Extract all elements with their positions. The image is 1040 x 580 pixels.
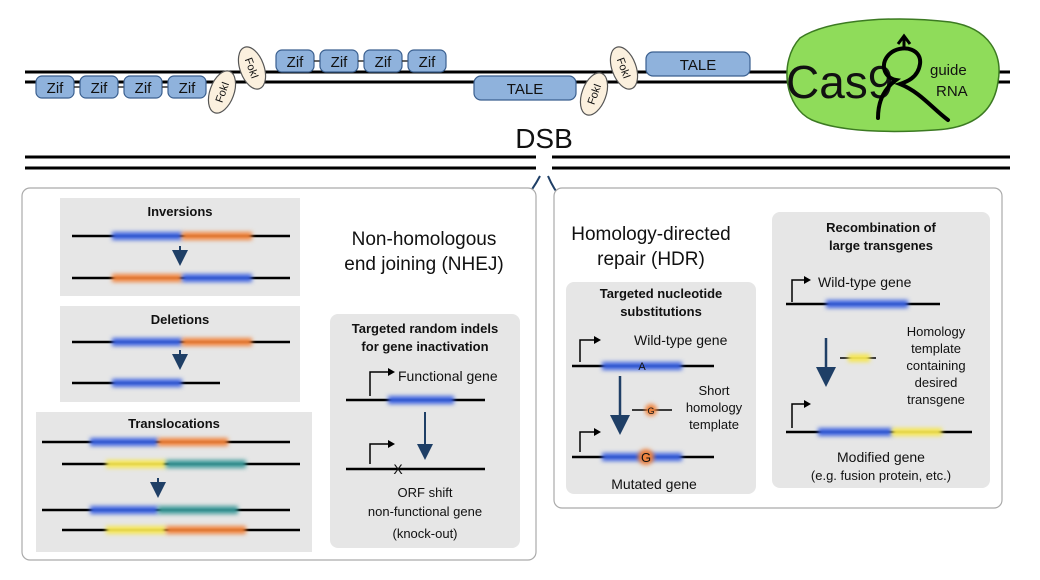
- diagram-label: non-functional gene: [368, 504, 482, 519]
- nhej-title: Non-homologous: [352, 229, 497, 250]
- dsb-broken-dna: [25, 155, 1010, 170]
- diagram-label: Targeted nucleotide: [600, 286, 723, 301]
- diagram-label: Deletions: [151, 312, 210, 327]
- diagram-label: ORF shift: [398, 485, 453, 500]
- zif-array-left: Zif Zif Zif Zif: [35, 75, 207, 99]
- diagram-label: Short: [698, 383, 729, 398]
- diagram-label: for gene inactivation: [361, 339, 488, 354]
- diagram-label: Zif: [135, 80, 152, 97]
- dsb-label: DSB: [515, 123, 573, 154]
- mutated-gene-label: Mutated gene: [611, 476, 697, 492]
- diagram-label: desired: [915, 375, 958, 390]
- diagram-label: large transgenes: [829, 238, 933, 253]
- functional-gene-label: Functional gene: [398, 368, 498, 384]
- modified-gene-label: (e.g. fusion protein, etc.): [811, 468, 951, 483]
- hdr-title: Homology-directed: [571, 224, 730, 245]
- guide-rna-strand: [876, 46, 950, 122]
- wild-type-gene-label: Wild-type gene: [634, 332, 728, 348]
- zif-domain: Zif: [319, 49, 359, 73]
- diagram-label: Zif: [47, 80, 64, 97]
- inversions-box: Inversions: [60, 198, 300, 296]
- diagram-label: Homology: [907, 324, 966, 339]
- zif-domain: Zif: [363, 49, 403, 73]
- hdr-title: repair (HDR): [597, 249, 705, 270]
- diagram-label: transgene: [907, 392, 965, 407]
- base-a: A: [638, 361, 646, 373]
- diagram-label: substitutions: [620, 304, 702, 319]
- diagram-label: Zif: [375, 54, 392, 71]
- substitutions-box: Targeted nucleotide substitutions Wild-t…: [566, 282, 756, 494]
- translocations-box: Translocations: [36, 412, 312, 552]
- wild-type-gene-label: Wild-type gene: [818, 274, 912, 290]
- foki-domain: FokI: [609, 46, 639, 90]
- foki-domain: FokI: [579, 72, 609, 116]
- diagram-label: Zif: [179, 80, 196, 97]
- diagram-label: Inversions: [147, 204, 212, 219]
- zif-domain: Zif: [275, 49, 315, 73]
- guide-rna-label: guide: [930, 62, 967, 79]
- diagram-label: Zif: [331, 54, 348, 71]
- diagram-label: Recombination of: [826, 220, 936, 235]
- indel-mark: X: [393, 461, 403, 477]
- diagram-label: containing: [906, 358, 965, 373]
- zif-domain: Zif: [167, 75, 207, 99]
- foki-domain: FokI: [207, 70, 237, 114]
- diagram-label: homology: [686, 400, 743, 415]
- zif-domain: Zif: [123, 75, 163, 99]
- cas9-protein: Cas9 guide RNA: [786, 18, 1000, 133]
- zif-array-right: Zif Zif Zif Zif: [275, 49, 447, 73]
- tale-domain-upper: TALE: [645, 51, 751, 77]
- diagram-label: Zif: [287, 54, 304, 71]
- diagram-label: (knock-out): [392, 526, 457, 541]
- zif-domain: Zif: [79, 75, 119, 99]
- cas9-label: Cas9: [786, 56, 893, 108]
- diagram-label: TALE: [680, 57, 716, 74]
- diagram-label: Zif: [419, 54, 436, 71]
- diagram-label: Translocations: [128, 416, 220, 431]
- indels-box: Targeted random indels for gene inactiva…: [330, 314, 520, 548]
- tale-domain-lower: TALE: [473, 75, 577, 101]
- diagram-label: Zif: [91, 80, 108, 97]
- recombination-box: Recombination of large transgenes Wild-t…: [772, 212, 990, 488]
- deletions-box: Deletions: [60, 306, 300, 402]
- base-g-template: G: [647, 406, 654, 416]
- diagram-label: template: [911, 341, 961, 356]
- foki-domain: FokI: [237, 46, 267, 90]
- diagram-label: TALE: [507, 81, 543, 98]
- modified-gene-label: Modified gene: [837, 449, 925, 465]
- zif-domain: Zif: [35, 75, 75, 99]
- diagram-label: Targeted random indels: [352, 321, 498, 336]
- base-g-mutated: G: [641, 450, 651, 465]
- diagram-label: template: [689, 417, 739, 432]
- zif-domain: Zif: [407, 49, 447, 73]
- nhej-title: end joining (NHEJ): [344, 254, 503, 275]
- guide-rna-label: RNA: [936, 83, 968, 100]
